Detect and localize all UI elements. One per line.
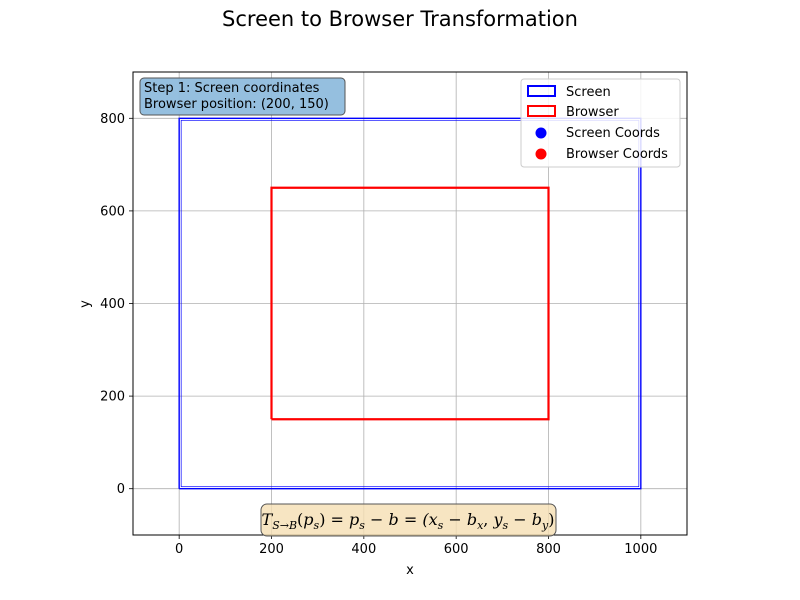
formula-part: ( xyxy=(297,510,303,529)
legend-label-browser: Browser xyxy=(566,105,619,120)
x-tick-label: 1000 xyxy=(624,542,657,557)
chart-title: Screen to Browser Transformation xyxy=(222,7,578,31)
formula-part: T xyxy=(262,510,274,529)
formula-part: − xyxy=(443,510,467,529)
formula-subscript: s xyxy=(438,519,444,532)
step-annotation-box xyxy=(139,77,346,116)
formula-annotation: TS→B(ps) = ps − b = (xs − bx, ys − by) xyxy=(260,503,557,537)
x-tick-label: 800 xyxy=(536,542,561,557)
y-tick-label: 800 xyxy=(100,112,125,127)
step-annotation-line2: Browser position: (200, 150) xyxy=(144,97,329,112)
formula-part: y xyxy=(492,510,503,529)
formula-part: b xyxy=(532,510,542,529)
ticks: 0 200 400 600 800 1000 0 200 400 600 800 xyxy=(100,112,657,557)
formula-subscript: s xyxy=(503,519,509,532)
formula-part: p xyxy=(349,510,359,529)
formula-subscript: y xyxy=(541,519,549,532)
x-axis-label: x xyxy=(406,563,414,578)
formula-box xyxy=(260,503,557,537)
y-tick-label: 600 xyxy=(100,204,125,219)
y-axis-label: y xyxy=(78,300,93,308)
formula-subscript: s xyxy=(314,519,320,532)
y-tick-label: 0 xyxy=(117,482,125,497)
y-tick-label: 400 xyxy=(100,297,125,312)
y-tick-label: 200 xyxy=(100,390,125,405)
x-tick-label: 200 xyxy=(259,542,284,557)
legend: Screen Browser Screen Coords Browser Coo… xyxy=(520,78,681,168)
legend-swatch-browser xyxy=(527,105,556,117)
x-tick-label: 600 xyxy=(444,542,469,557)
formula-part: p xyxy=(303,510,313,529)
legend-swatch-screen xyxy=(527,85,556,97)
formula-part: , xyxy=(483,510,493,529)
x-tick-label: 0 xyxy=(175,542,183,557)
formula-part: x xyxy=(429,510,438,529)
formula-part: ) xyxy=(548,510,554,529)
formula-part: b xyxy=(467,510,477,529)
legend-label-browser-coords: Browser Coords xyxy=(566,147,668,162)
legend-box xyxy=(520,78,681,168)
formula-subscript: x xyxy=(477,519,484,532)
legend-label-screen-coords: Screen Coords xyxy=(566,126,660,141)
formula-part: ) = xyxy=(319,510,349,529)
formula-text: TS→B(ps) = ps − b = (xs − bx, ys − by) xyxy=(262,510,555,532)
legend-marker-screen-coords xyxy=(535,127,547,139)
formula-part: − b = ( xyxy=(365,510,429,529)
step-annotation: Step 1: Screen coordinates Browser posit… xyxy=(139,77,346,116)
screen-rectangle-inner xyxy=(180,119,640,488)
legend-label-screen: Screen xyxy=(566,85,611,100)
legend-marker-browser-coords xyxy=(535,148,547,160)
formula-subscript: S→B xyxy=(272,519,297,532)
formula-part: − xyxy=(508,510,532,529)
x-tick-label: 400 xyxy=(351,542,376,557)
browser-rectangle xyxy=(270,186,550,421)
step-annotation-line1: Step 1: Screen coordinates xyxy=(144,81,320,96)
formula-subscript: s xyxy=(359,519,365,532)
